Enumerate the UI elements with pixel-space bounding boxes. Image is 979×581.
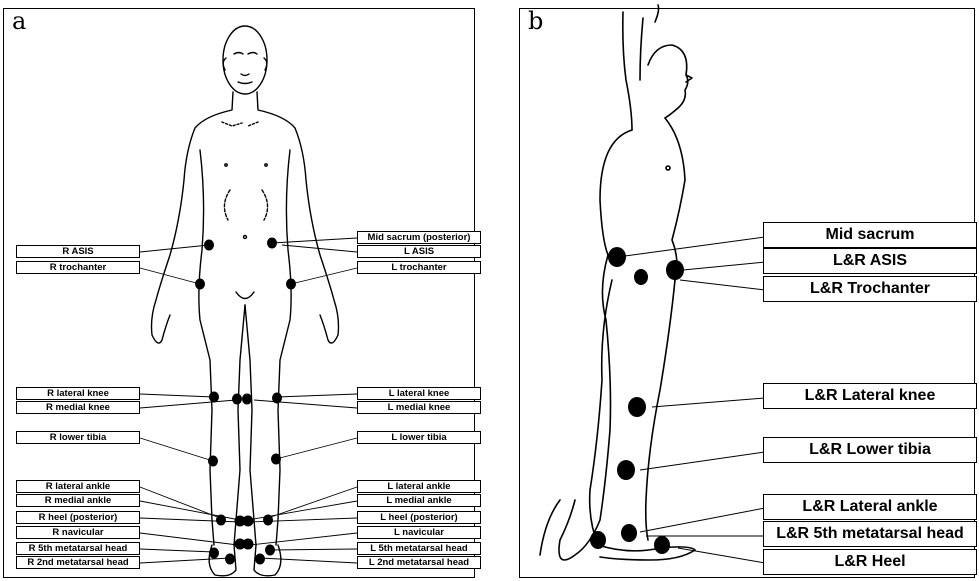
label-r-2nd-metatarsal-head: R 2nd metatarsal head: [16, 556, 140, 569]
label-r-medial-knee: R medial knee: [16, 401, 140, 414]
label-b-lateral-ankle: L&R Lateral ankle: [763, 494, 977, 520]
label-r-heel-posterior: R heel (posterior): [16, 511, 140, 524]
label-l-5th-metatarsal-head: L 5th metatarsal head: [357, 542, 481, 555]
label-r-medial-ankle: R medial ankle: [16, 494, 140, 507]
label-l-trochanter: L trochanter: [357, 261, 481, 274]
label-b-trochanter: L&R Trochanter: [763, 276, 977, 302]
frontal-body-outline: [152, 26, 339, 576]
label-r-lateral-ankle: R lateral ankle: [16, 480, 140, 493]
label-l-lateral-ankle: L lateral ankle: [357, 480, 481, 493]
label-l-medial-ankle: L medial ankle: [357, 494, 481, 507]
label-b-asis: L&R ASIS: [763, 248, 977, 274]
label-l-lower-tibia: L lower tibia: [357, 431, 481, 444]
side-body-outline: [540, 5, 695, 560]
label-r-lower-tibia: R lower tibia: [16, 431, 140, 444]
label-l-navicular: L navicular: [357, 526, 481, 539]
label-l-medial-knee: L medial knee: [357, 401, 481, 414]
label-l-asis: L ASIS: [357, 245, 481, 258]
panel-b-markers: [590, 247, 684, 554]
label-b-heel: L&R Heel: [763, 549, 977, 575]
panel-a-markers: [195, 238, 296, 565]
label-b-mid-sacrum: Mid sacrum: [763, 222, 977, 248]
label-b-lateral-knee: L&R Lateral knee: [763, 383, 977, 409]
label-r-navicular: R navicular: [16, 526, 140, 539]
label-mid-sacrum-posterior: Mid sacrum (posterior): [357, 231, 481, 244]
label-l-heel-posterior: L heel (posterior): [357, 511, 481, 524]
label-l-2nd-metatarsal-head: L 2nd metatarsal head: [357, 556, 481, 569]
label-b-lower-tibia: L&R Lower tibia: [763, 437, 977, 463]
label-r-asis: R ASIS: [16, 245, 140, 258]
label-l-lateral-knee: L lateral knee: [357, 387, 481, 400]
label-r-5th-metatarsal-head: R 5th metatarsal head: [16, 542, 140, 555]
label-r-lateral-knee: R lateral knee: [16, 387, 140, 400]
label-b-5th-metatarsal-head: L&R 5th metatarsal head: [763, 521, 977, 547]
label-r-trochanter: R trochanter: [16, 261, 140, 274]
